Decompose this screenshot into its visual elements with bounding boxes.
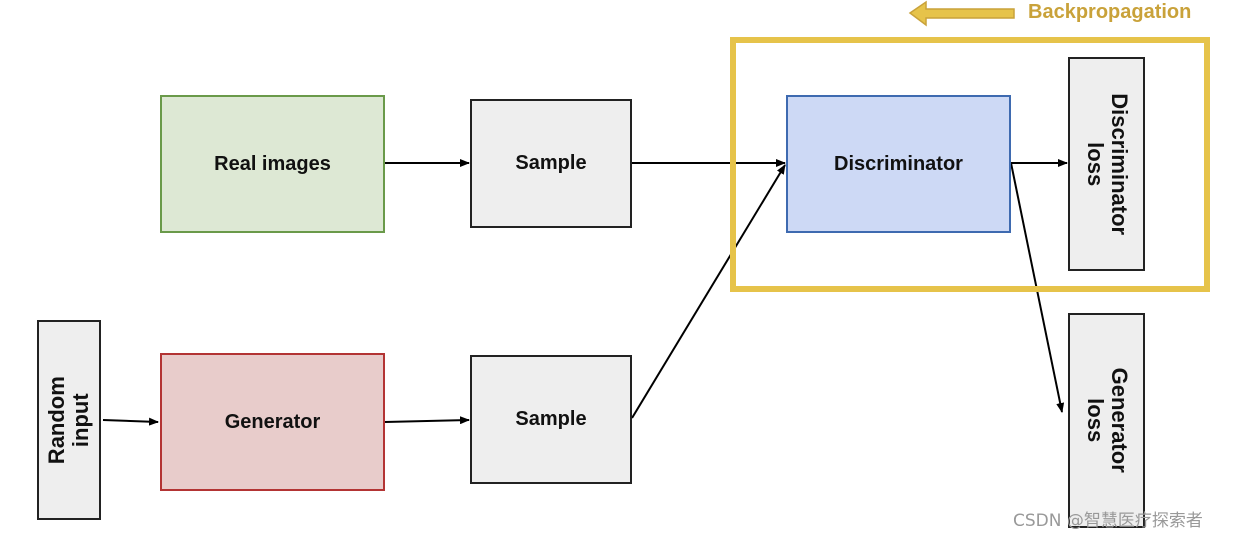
discriminator-loss-label: Discriminator loss — [1082, 93, 1132, 235]
watermark-text: CSDN @智慧医疗探索者 — [1013, 511, 1203, 531]
arrow-generator-to-sample — [384, 416, 470, 425]
sample-bottom-label: Sample — [515, 408, 587, 430]
random-input-node: Random input — [37, 320, 101, 520]
generator-loss-label: Generator loss — [1082, 367, 1132, 474]
sample-top-node: Sample — [470, 99, 632, 228]
random-input-label: Random input — [43, 376, 93, 464]
generator-label: Generator — [224, 410, 321, 433]
backpropagation-highlight-frame — [730, 37, 1210, 292]
arrow-sample-to-discriminator-fake — [631, 164, 786, 419]
generator-loss-node: Generator loss — [1068, 313, 1145, 528]
generator-node: Generator — [160, 353, 385, 491]
discriminator-node: Discriminator — [786, 95, 1011, 233]
real-images-label: Real images — [214, 152, 331, 175]
discriminator-label: Discriminator — [834, 152, 963, 175]
backpropagation-label: Backpropagation — [1028, 1, 1192, 23]
sample-top-label: Sample — [515, 152, 587, 174]
real-images-node: Real images — [160, 95, 385, 233]
backpropagation-arrow — [908, 0, 1015, 27]
arrow-random-to-generator — [102, 417, 159, 426]
sample-bottom-node: Sample — [470, 355, 632, 484]
discriminator-loss-node: Discriminator loss — [1068, 57, 1145, 271]
